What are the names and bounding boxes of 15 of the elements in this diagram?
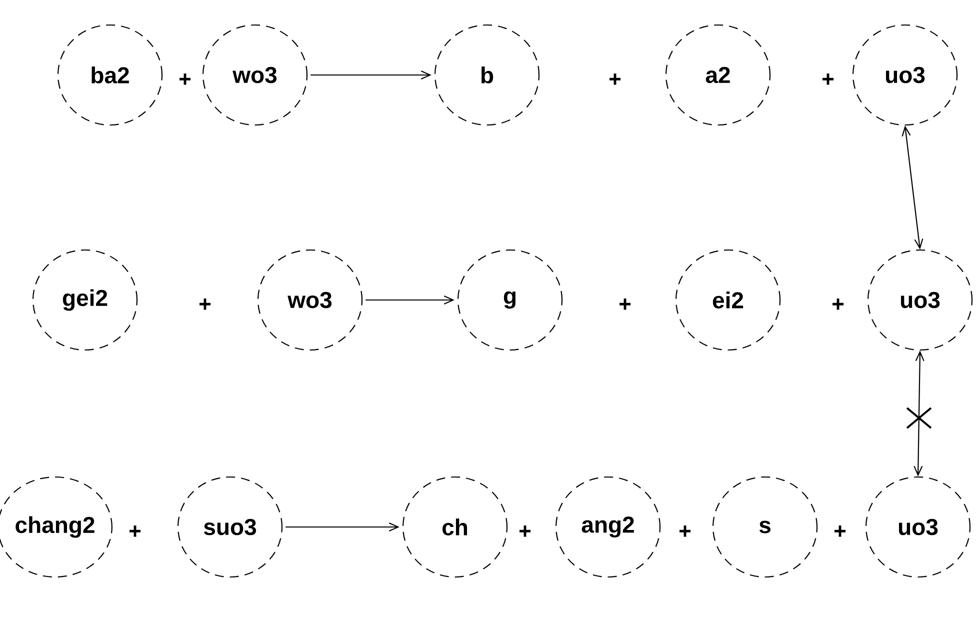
arrow xyxy=(286,522,400,532)
plus-sign: + xyxy=(680,526,691,537)
plus-sign: + xyxy=(834,526,846,537)
plus-sign: + xyxy=(610,74,621,85)
plus-sign: + xyxy=(200,298,211,310)
arrow xyxy=(902,126,924,250)
plus-sign: + xyxy=(620,298,631,310)
plus-sign: + xyxy=(520,526,531,537)
plus-sign: + xyxy=(822,74,834,85)
arrow xyxy=(310,70,432,80)
plus-sign: + xyxy=(180,74,191,85)
arrow xyxy=(914,350,924,476)
arrow xyxy=(366,296,454,304)
plus-sign: + xyxy=(832,298,844,310)
plus-sign: + xyxy=(130,526,141,537)
